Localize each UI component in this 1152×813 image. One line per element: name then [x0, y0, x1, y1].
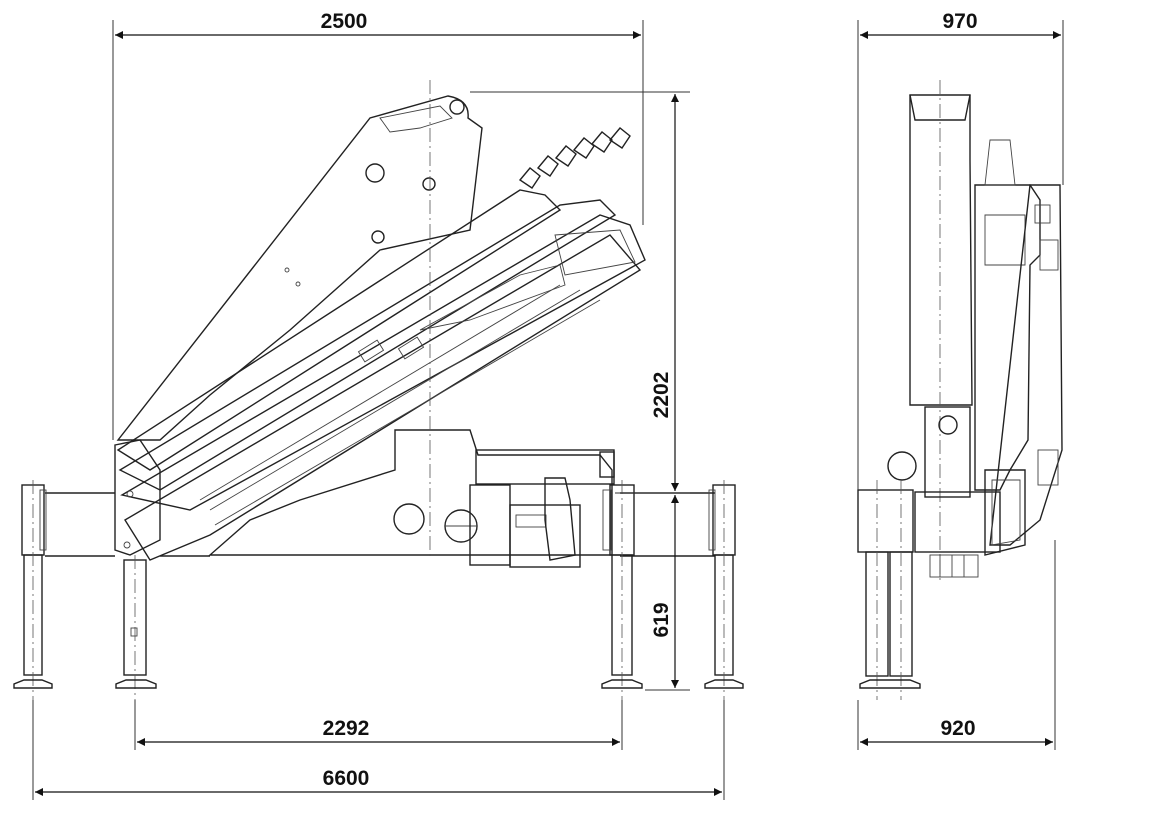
- stabilizer-leg-inner-left: [115, 555, 157, 700]
- end-view-stabilizer-leg: [857, 480, 921, 700]
- dim-label-619: 619: [650, 602, 673, 637]
- dim-label-2202: 2202: [650, 372, 673, 419]
- dimension-619: 619: [650, 495, 679, 688]
- dim-label-970: 970: [942, 10, 977, 33]
- end-view-crane: [887, 80, 1063, 580]
- dim-label-2292: 2292: [323, 717, 370, 740]
- dimension-2500: 2500: [115, 10, 641, 39]
- side-view-crane: [114, 80, 646, 568]
- dimension-6600: 6600: [35, 767, 722, 796]
- boom-head-fittings: [518, 127, 631, 189]
- dimension-2292: 2292: [137, 717, 620, 746]
- dimension-2202: 2202: [650, 94, 679, 491]
- dimension-920: 920: [860, 717, 1053, 746]
- stabilizer-leg-outer-left: [13, 480, 53, 700]
- dim-label-2500: 2500: [321, 10, 368, 33]
- extension-lines: [32, 20, 1064, 800]
- stabilizer-leg-inner-right: [601, 480, 643, 700]
- dim-label-920: 920: [940, 717, 975, 740]
- stabilizer-leg-outer-right: [704, 480, 744, 700]
- dim-label-6600: 6600: [323, 767, 370, 790]
- dimension-970: 970: [860, 10, 1061, 39]
